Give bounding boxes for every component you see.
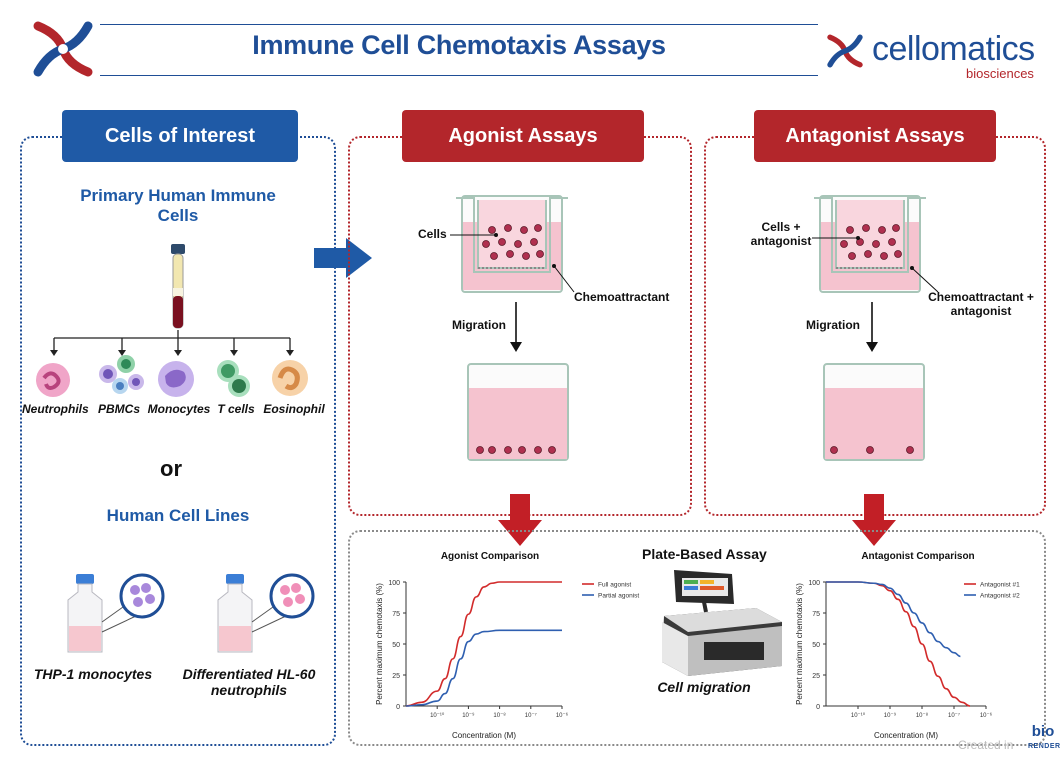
agonist-well-after-icon — [467, 363, 569, 461]
y-tick-label: 25 — [392, 673, 400, 680]
x-tick-label: 10⁻⁸ — [493, 712, 506, 719]
brand-subtitle: biosciences — [966, 66, 1034, 81]
series-line-2 — [826, 581, 961, 658]
t-cell-icon — [217, 360, 250, 397]
eosinophil-icon — [272, 360, 308, 396]
antagonist-transwell-icon — [814, 195, 926, 293]
header-rule-bottom — [100, 75, 818, 76]
y-tick-label: 25 — [812, 673, 820, 680]
agonist-panel-tag: Agonist Assays — [402, 110, 644, 162]
blood-tube-icon — [171, 244, 185, 329]
y-tick-label: 0 — [396, 704, 400, 711]
agonist-migration-label: Migration — [452, 318, 506, 332]
x-tick-label: 10⁻⁹ — [884, 712, 897, 719]
y-tick-label: 75 — [812, 611, 820, 618]
cell-line-label-thp1: THP-1 monocytes — [33, 666, 153, 682]
y-tick-label: 50 — [812, 642, 820, 649]
neutrophil-icon — [36, 363, 70, 397]
results-panel — [348, 530, 1046, 746]
x-axis-label: Concentration (M) — [452, 731, 516, 740]
monocyte-icon — [158, 361, 194, 397]
antagonist-migration-label: Migration — [806, 318, 860, 332]
legend-label-1: Antagonist #1 — [980, 582, 1020, 589]
x-tick-label: 10⁻¹⁰ — [851, 712, 866, 719]
thp1-flask-icon — [67, 573, 165, 653]
flow-arrow-icon — [314, 238, 372, 278]
biorender-badge[interactable]: bio RENDER — [1028, 723, 1061, 753]
cell-lines-heading: Human Cell Lines — [106, 506, 250, 525]
antagonist-cells-label: Cells + antagonist — [750, 220, 812, 248]
header-rule-top — [100, 24, 818, 25]
hl60-flask-icon — [217, 573, 315, 653]
antagonist-chemo-pointer — [910, 266, 939, 293]
cell-label-pbmcs: PBMCs — [97, 402, 140, 416]
cells-panel-tag: Cells of Interest — [62, 110, 298, 162]
agonist-chart: 0 25 50 75 100 10⁻¹⁰ 10⁻⁹ 10⁻⁸ 10⁻⁷ 10⁻⁶ Concentra… — [375, 580, 639, 740]
antagonist-down-arrow-icon — [852, 494, 896, 546]
antagonist-migration-arrow — [866, 302, 878, 352]
cell-line-label-hl60: Differentiated HL-60 neutrophils — [182, 666, 316, 698]
logo-icon — [33, 21, 93, 77]
or-label: or — [160, 456, 182, 481]
agonist-chart-title: Agonist Comparison — [440, 551, 540, 562]
biorender-badge-top: bio — [1031, 723, 1055, 740]
legend-label-2: Partial agonist — [598, 593, 639, 600]
legend-label-2: Antagonist #2 — [980, 593, 1020, 600]
pbmc-icon — [99, 355, 144, 394]
x-tick-label: 10⁻¹⁰ — [430, 712, 445, 719]
agonist-cells-label: Cells — [418, 227, 447, 241]
antagonist-chart-title: Antagonist Comparison — [861, 551, 975, 562]
y-axis-label: Percent maximum chemotaxis (%) — [375, 583, 384, 705]
plate-caption: Cell migration — [657, 679, 751, 695]
plate-reader-icon — [662, 570, 782, 676]
series-line-1 — [405, 581, 562, 707]
series-line-1 — [826, 581, 971, 707]
antagonist-well-after-icon — [823, 363, 925, 461]
y-tick-label: 50 — [392, 642, 400, 649]
brand-logo-icon — [827, 34, 863, 68]
y-axis-label: Percent maximum chemotaxis (%) — [795, 583, 804, 705]
y-tick-label: 75 — [392, 611, 400, 618]
x-tick-label: 10⁻⁷ — [525, 712, 537, 719]
agonist-cells-pointer — [450, 233, 498, 237]
created-in-credit: Created in — [958, 738, 1014, 752]
cell-label-neutrophils: Neutrophils — [22, 402, 89, 416]
x-tick-label: 10⁻⁶ — [556, 712, 569, 719]
antagonist-chemo-label: Chemoattractant + antagonist — [928, 290, 1034, 318]
y-tick-label: 100 — [808, 580, 820, 587]
primary-cells-heading: Primary Human Immune Cells — [80, 186, 276, 225]
x-tick-label: 10⁻⁹ — [462, 712, 475, 719]
series-line-2 — [405, 629, 562, 707]
page-title: Immune Cell Chemotaxis Assays — [252, 30, 666, 60]
agonist-chemo-label: Chemoattractant — [574, 290, 670, 304]
cell-label-t-cells: T cells — [217, 402, 255, 416]
x-tick-label: 10⁻⁶ — [980, 712, 993, 719]
x-tick-label: 10⁻⁷ — [948, 712, 960, 719]
y-tick-label: 100 — [388, 580, 400, 587]
agonist-migration-arrow — [510, 302, 522, 352]
y-tick-label: 0 — [816, 704, 820, 711]
antagonist-panel-tag: Antagonist Assays — [754, 110, 996, 162]
cell-label-monocytes: Monocytes — [147, 402, 211, 416]
plate-assay-title: Plate-Based Assay — [642, 546, 767, 562]
agonist-transwell-icon — [456, 195, 568, 293]
brand-name: cellomatics — [872, 30, 1035, 68]
cell-label-eosinophil: Eosinophil — [263, 402, 325, 416]
antagonist-cells-pointer — [812, 236, 860, 240]
x-tick-label: 10⁻⁸ — [916, 712, 929, 719]
antagonist-chart: 0 25 50 75 100 10⁻¹⁰ 10⁻⁹ 10⁻⁸ 10⁻⁷ 10⁻⁶ Concentra… — [795, 580, 1020, 740]
agonist-chemo-pointer — [552, 264, 575, 293]
biorender-badge-bottom: RENDER — [1028, 743, 1061, 750]
agonist-down-arrow-icon — [498, 494, 542, 546]
branch-connector — [50, 330, 294, 356]
x-axis-label: Concentration (M) — [874, 731, 938, 740]
legend-label-1: Full agonist — [598, 582, 631, 589]
